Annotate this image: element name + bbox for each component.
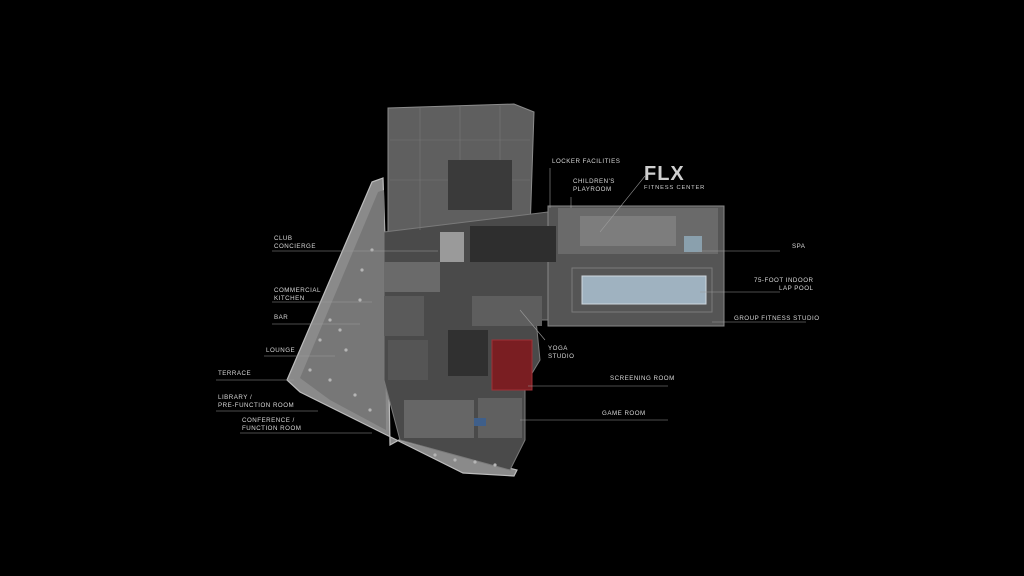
- gym-floor: [580, 216, 676, 246]
- label-conference: CONFERENCE /FUNCTION ROOM: [242, 417, 302, 432]
- elevator-core: [440, 232, 464, 262]
- game-table: [474, 418, 486, 426]
- label-spa: SPA: [792, 243, 806, 250]
- locker-area: [470, 226, 556, 262]
- flx-logo: FLX: [644, 163, 685, 185]
- label-group-fitness: GROUP FITNESS STUDIO: [734, 315, 820, 322]
- leader-lines: [216, 168, 806, 434]
- flx-subtitle: FITNESS CENTER: [644, 185, 706, 191]
- screening-room: [491, 339, 533, 391]
- core-block: [448, 330, 488, 376]
- conference-room: [404, 400, 474, 438]
- label-library: LIBRARY /PRE-FUNCTION ROOM: [218, 394, 295, 409]
- kitchen-area: [384, 262, 440, 292]
- label-terrace: TERRACE: [218, 370, 252, 377]
- label-locker-facilities: LOCKER FACILITIES: [552, 158, 621, 165]
- lap-pool: [581, 275, 707, 305]
- bar-area: [384, 296, 424, 336]
- label-screening-room: SCREENING ROOM: [610, 375, 675, 382]
- terrace-inner: [300, 190, 386, 430]
- yoga-studio: [472, 296, 542, 326]
- label-lounge: LOUNGE: [266, 347, 296, 354]
- label-game-room: GAME ROOM: [602, 410, 646, 417]
- lounge-area: [388, 340, 428, 380]
- flx-brand: FLX FITNESS CENTER: [644, 164, 705, 191]
- pool-deck: [571, 267, 713, 313]
- tower-grid: [390, 106, 530, 230]
- label-bar: BAR: [274, 314, 289, 321]
- spa-room: [684, 236, 702, 252]
- tower-core: [448, 160, 512, 210]
